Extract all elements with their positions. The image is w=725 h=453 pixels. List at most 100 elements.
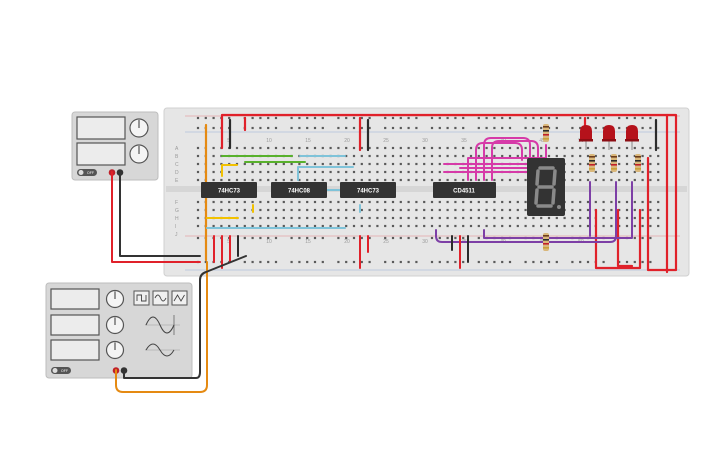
breadboard-hole[interactable]: [524, 200, 527, 204]
breadboard-hole[interactable]: [430, 200, 434, 204]
breadboard-hole[interactable]: [384, 216, 387, 220]
breadboard-hole[interactable]: [516, 216, 519, 220]
breadboard-hole[interactable]: [298, 178, 301, 182]
breadboard-hole[interactable]: [235, 146, 239, 150]
breadboard-hole[interactable]: [360, 146, 363, 150]
breadboard-hole[interactable]: [259, 178, 262, 182]
breadboard-hole[interactable]: [274, 126, 278, 130]
breadboard-hole[interactable]: [610, 178, 613, 182]
breadboard-hole[interactable]: [547, 154, 551, 158]
breadboard-hole[interactable]: [267, 126, 270, 130]
breadboard-hole[interactable]: [633, 260, 636, 264]
breadboard-hole[interactable]: [446, 224, 449, 228]
breadboard-hole[interactable]: [407, 208, 410, 212]
breadboard-hole[interactable]: [524, 224, 527, 228]
breadboard-hole[interactable]: [641, 236, 644, 240]
breadboard-hole[interactable]: [524, 216, 527, 220]
breadboard-hole[interactable]: [235, 208, 239, 212]
breadboard-hole[interactable]: [454, 200, 457, 204]
dc-power-supply[interactable]: OFF: [71, 111, 159, 181]
breadboard-hole[interactable]: [321, 162, 324, 166]
breadboard-hole[interactable]: [524, 116, 527, 120]
breadboard-hole[interactable]: [321, 116, 324, 120]
breadboard-hole[interactable]: [321, 170, 324, 174]
breadboard-hole[interactable]: [618, 170, 621, 174]
breadboard-hole[interactable]: [625, 146, 629, 150]
breadboard-hole[interactable]: [329, 208, 332, 212]
breadboard-hole[interactable]: [298, 116, 301, 120]
breadboard-hole[interactable]: [438, 200, 441, 204]
breadboard-hole[interactable]: [555, 116, 558, 120]
breadboard-hole[interactable]: [657, 154, 660, 158]
breadboard-hole[interactable]: [368, 216, 371, 220]
breadboard-hole[interactable]: [368, 260, 371, 264]
breadboard-hole[interactable]: [337, 216, 340, 220]
breadboard-hole[interactable]: [547, 260, 551, 264]
breadboard-hole[interactable]: [477, 236, 480, 240]
breadboard-hole[interactable]: [407, 224, 410, 228]
breadboard-hole[interactable]: [384, 224, 387, 228]
chip-74hc73-2[interactable]: 74HC73: [340, 182, 396, 198]
breadboard-hole[interactable]: [196, 224, 200, 228]
breadboard-hole[interactable]: [391, 146, 395, 150]
breadboard-hole[interactable]: [462, 116, 465, 120]
breadboard-hole[interactable]: [571, 126, 574, 130]
breadboard-hole[interactable]: [625, 170, 629, 174]
breadboard-hole[interactable]: [407, 146, 410, 150]
breadboard-hole[interactable]: [415, 200, 418, 204]
breadboard-hole[interactable]: [368, 170, 371, 174]
breadboard-hole[interactable]: [196, 208, 200, 212]
breadboard-hole[interactable]: [360, 162, 363, 166]
breadboard-hole[interactable]: [282, 200, 285, 204]
breadboard-hole[interactable]: [384, 208, 387, 212]
breadboard-hole[interactable]: [321, 126, 324, 130]
breadboard-hole[interactable]: [454, 260, 457, 264]
breadboard-hole[interactable]: [368, 146, 371, 150]
breadboard-hole[interactable]: [594, 162, 597, 166]
breadboard-hole[interactable]: [633, 216, 636, 220]
breadboard-hole[interactable]: [391, 200, 395, 204]
breadboard-hole[interactable]: [212, 178, 215, 182]
breadboard-hole[interactable]: [228, 224, 231, 228]
breadboard-hole[interactable]: [571, 208, 574, 212]
breadboard-hole[interactable]: [454, 236, 457, 240]
breadboard-hole[interactable]: [352, 216, 356, 220]
breadboard-hole[interactable]: [313, 126, 317, 130]
breadboard-hole[interactable]: [321, 208, 324, 212]
breadboard-hole[interactable]: [508, 216, 512, 220]
breadboard-hole[interactable]: [430, 224, 434, 228]
breadboard-hole[interactable]: [524, 146, 527, 150]
breadboard-hole[interactable]: [196, 146, 200, 150]
breadboard-hole[interactable]: [485, 116, 488, 120]
breadboard-hole[interactable]: [391, 236, 395, 240]
breadboard-hole[interactable]: [532, 224, 535, 228]
breadboard-hole[interactable]: [469, 146, 473, 150]
breadboard-hole[interactable]: [290, 170, 293, 174]
breadboard-hole[interactable]: [345, 224, 348, 228]
breadboard-hole[interactable]: [430, 216, 434, 220]
breadboard-hole[interactable]: [485, 126, 488, 130]
breadboard-hole[interactable]: [290, 208, 293, 212]
breadboard-hole[interactable]: [298, 216, 301, 220]
breadboard-hole[interactable]: [602, 154, 605, 158]
breadboard-hole[interactable]: [649, 224, 652, 228]
breadboard-hole[interactable]: [220, 162, 223, 166]
breadboard-hole[interactable]: [462, 200, 465, 204]
breadboard-hole[interactable]: [633, 178, 636, 182]
breadboard-hole[interactable]: [298, 162, 301, 166]
breadboard-hole[interactable]: [352, 260, 356, 264]
breadboard-hole[interactable]: [391, 162, 395, 166]
breadboard-hole[interactable]: [243, 170, 246, 174]
breadboard-hole[interactable]: [399, 216, 402, 220]
breadboard-hole[interactable]: [345, 178, 348, 182]
breadboard-hole[interactable]: [360, 170, 363, 174]
breadboard-hole[interactable]: [571, 200, 574, 204]
breadboard-hole[interactable]: [423, 154, 426, 158]
breadboard-hole[interactable]: [290, 200, 293, 204]
breadboard-hole[interactable]: [399, 170, 402, 174]
breadboard-hole[interactable]: [415, 224, 418, 228]
breadboard-hole[interactable]: [235, 200, 239, 204]
breadboard-hole[interactable]: [384, 126, 387, 130]
breadboard-hole[interactable]: [407, 162, 410, 166]
